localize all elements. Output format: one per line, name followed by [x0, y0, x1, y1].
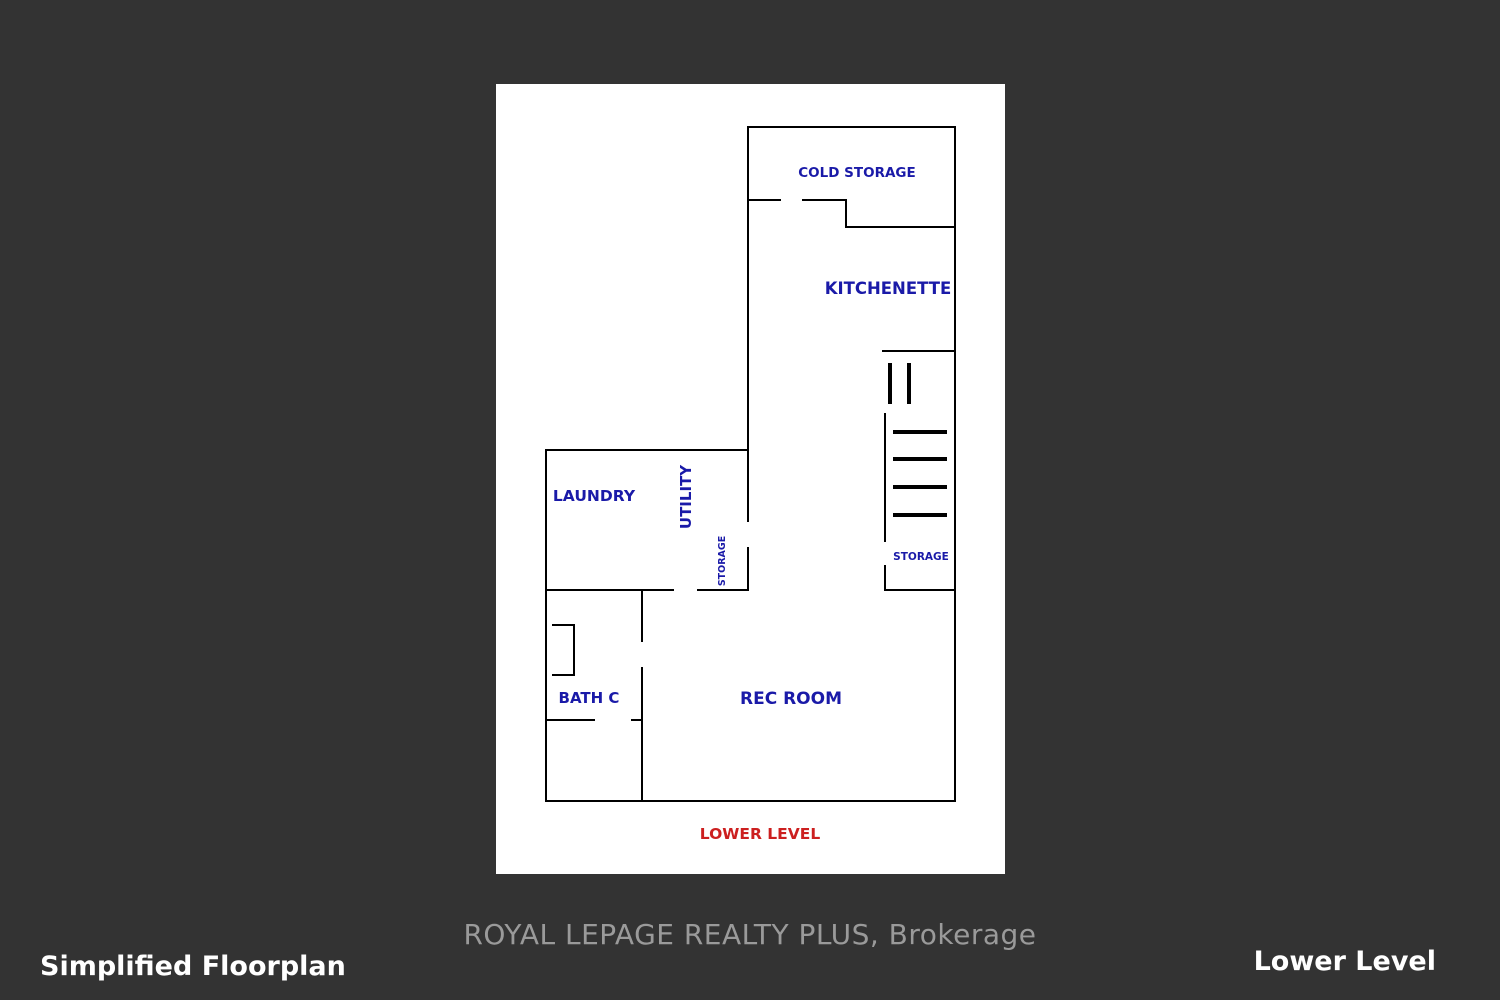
bathtub [552, 624, 575, 676]
label-rec-room: REC ROOM [740, 689, 842, 709]
stairs [888, 363, 947, 517]
label-storage-small: STORAGE [717, 536, 728, 586]
room-labels: COLD STORAGE KITCHENETTE LAUNDRY UTILITY… [553, 165, 951, 843]
floorplan-sheet [496, 84, 1005, 874]
caption-level-name: Lower Level [1253, 946, 1436, 977]
brokerage-watermark: ROYAL LEPAGE REALTY PLUS, Brokerage [463, 918, 1037, 951]
label-laundry: LAUNDRY [553, 487, 636, 505]
caption-simplified-floorplan: Simplified Floorplan [40, 951, 346, 982]
label-storage-stairs: STORAGE [893, 551, 949, 563]
label-utility: UTILITY [677, 464, 695, 529]
label-cold-storage: COLD STORAGE [798, 165, 915, 181]
walls [545, 126, 956, 802]
label-bath: BATH C [559, 689, 620, 707]
label-level: LOWER LEVEL [700, 825, 821, 843]
label-kitchenette: KITCHENETTE [825, 279, 952, 298]
